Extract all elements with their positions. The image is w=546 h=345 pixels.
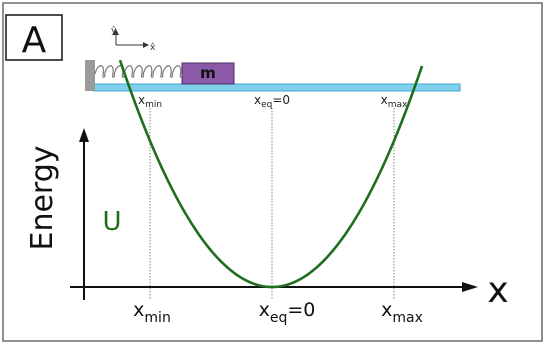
y-axis-arrowhead <box>79 128 89 142</box>
svg-text:ŷ: ŷ <box>111 26 117 36</box>
energy-curve <box>118 59 424 289</box>
x-axis-arrowhead <box>462 282 478 292</box>
top-marker-eq-base: x <box>254 93 261 107</box>
wall <box>85 60 95 91</box>
top-marker-eq-suffix: =0 <box>272 93 290 107</box>
spring <box>94 65 183 78</box>
top-marker-max-base: x <box>381 93 388 107</box>
top-marker-min-sub: min <box>145 100 162 110</box>
top-marker-eq-sub: eq <box>261 100 272 110</box>
top-marker-min-base: x <box>138 93 145 107</box>
x-tick-max-sub: max <box>392 310 423 326</box>
top-marker-min: xmin <box>138 93 162 110</box>
x-tick-min-base: x <box>133 299 144 321</box>
mass-block <box>181 62 235 85</box>
y-axis-label: Energy <box>25 145 60 250</box>
svg-text:x̂: x̂ <box>150 42 156 53</box>
x-tick-min: xmin <box>133 299 171 326</box>
x-tick-max-base: x <box>381 299 392 321</box>
axes-icon: ŷ x̂ <box>111 26 156 53</box>
x-tick-eq: xeq=0 <box>259 299 316 326</box>
x-axis-label: x <box>487 270 508 311</box>
panel-label-box <box>5 14 63 61</box>
x-tick-eq-sub: eq <box>270 310 288 326</box>
x-tick-eq-suffix: =0 <box>287 299 315 321</box>
x-tick-min-sub: min <box>144 310 170 326</box>
x-tick-max: xmax <box>381 299 423 326</box>
top-marker-max-sub: max <box>388 100 408 110</box>
top-marker-max: xmax <box>381 93 408 110</box>
x-tick-eq-base: x <box>259 299 270 321</box>
panel-label: A <box>22 20 47 61</box>
curve-label: U <box>102 207 121 237</box>
track <box>93 83 461 92</box>
mass-label: m <box>200 64 216 82</box>
top-marker-eq: xeq=0 <box>254 93 290 110</box>
